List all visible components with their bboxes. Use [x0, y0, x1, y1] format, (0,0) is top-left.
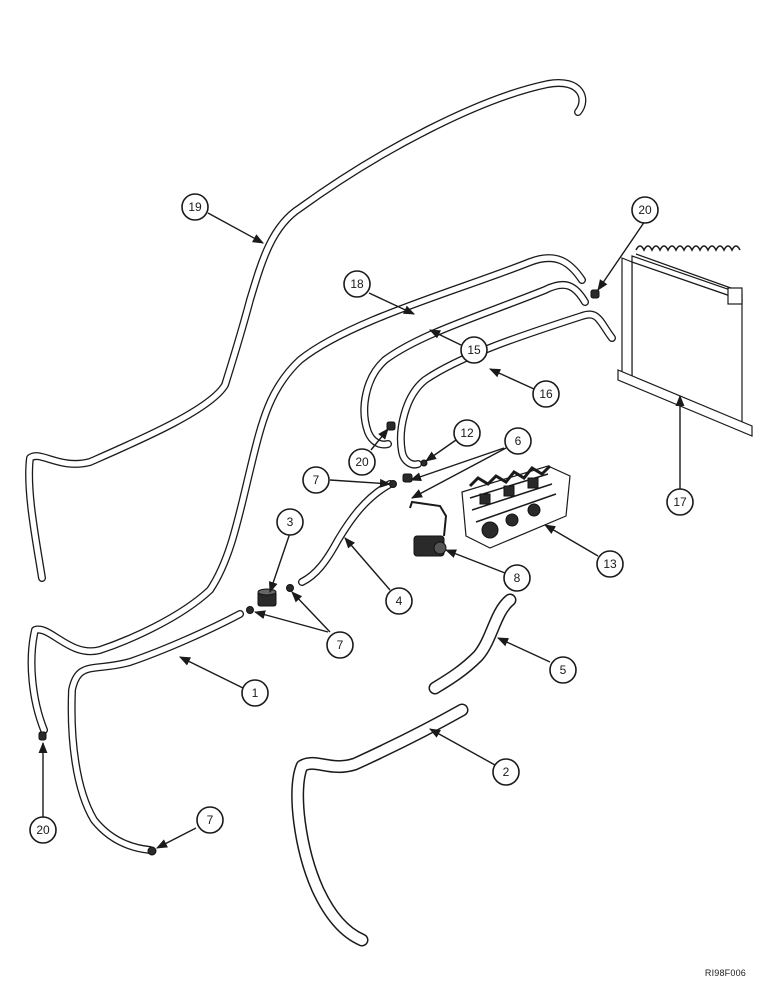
callout-7-mid: 7: [302, 466, 330, 494]
svg-text:13: 13: [603, 557, 617, 571]
svg-text:18: 18: [350, 277, 364, 291]
callout-1: 1: [241, 679, 269, 707]
callout-20-bottom: 20: [29, 816, 57, 844]
callout-20-top: 20: [631, 196, 659, 224]
svg-text:20: 20: [36, 823, 50, 837]
svg-text:17: 17: [673, 495, 687, 509]
svg-text:7: 7: [313, 473, 320, 487]
svg-text:20: 20: [355, 455, 369, 469]
callout-2: 2: [492, 758, 520, 786]
callout-12: 12: [453, 419, 481, 447]
callout-3: 3: [276, 508, 304, 536]
svg-text:4: 4: [396, 594, 403, 608]
svg-text:2: 2: [503, 765, 510, 779]
hose-1: [67, 610, 244, 854]
svg-text:12: 12: [460, 426, 474, 440]
svg-text:16: 16: [539, 387, 553, 401]
callout-17: 17: [666, 488, 694, 516]
fitting-6: [402, 473, 413, 483]
svg-text:15: 15: [467, 343, 481, 357]
fitting-7-b: [246, 606, 254, 614]
callout-13: 13: [596, 550, 624, 578]
reference-code: RI98F006: [704, 968, 746, 978]
svg-text:8: 8: [514, 571, 521, 585]
fitting-7-a: [389, 480, 397, 488]
fitting-20-top: [590, 289, 600, 299]
svg-text:1: 1: [252, 686, 259, 700]
svg-text:20: 20: [638, 203, 652, 217]
svg-text:7: 7: [207, 813, 214, 827]
hose-16: [396, 310, 616, 469]
fitting-7-d: [147, 846, 157, 856]
control-valve: [461, 464, 571, 549]
callout-6: 6: [504, 427, 532, 455]
fitting-20-mid: [386, 421, 396, 431]
svg-text:6: 6: [515, 434, 522, 448]
filter-3: [257, 588, 277, 607]
callout-7-lower: 7: [326, 631, 354, 659]
hose-5: [428, 593, 517, 695]
svg-text:3: 3: [287, 515, 294, 529]
callout-15: 15: [460, 336, 488, 364]
valve-8: [409, 500, 448, 557]
callout-8: 8: [503, 564, 531, 592]
callout-19: 19: [181, 193, 209, 221]
oil-cooler: [617, 245, 753, 437]
callout-16: 16: [532, 380, 560, 408]
callout-5: 5: [549, 656, 577, 684]
callout-18: 18: [343, 270, 371, 298]
hose-15: [360, 280, 589, 449]
svg-text:7: 7: [337, 638, 344, 652]
callout-7-bottom: 7: [196, 806, 224, 834]
svg-text:5: 5: [560, 663, 567, 677]
svg-text:19: 19: [188, 200, 202, 214]
fitting-7-c: [286, 584, 294, 592]
hose-19: [25, 79, 587, 582]
callout-4: 4: [385, 587, 413, 615]
hose-4: [298, 480, 394, 586]
hose-18: [27, 254, 586, 734]
fitting-20-bottom: [38, 731, 47, 741]
hose-2: [291, 703, 469, 947]
callout-20-mid: 20: [348, 448, 376, 476]
